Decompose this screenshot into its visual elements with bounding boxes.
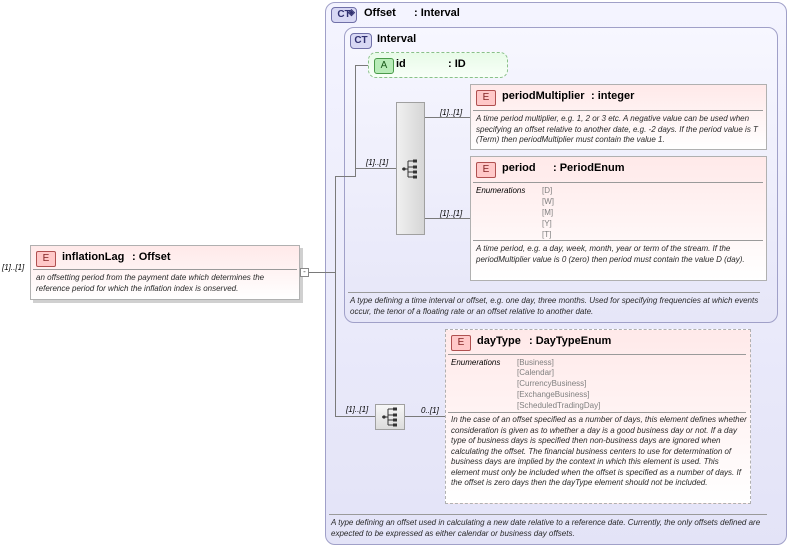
separator bbox=[473, 182, 763, 183]
period-cardinality: [1]..[1] bbox=[440, 209, 463, 218]
period-multiplier-cardinality: [1]..[1] bbox=[440, 108, 463, 117]
inflation-lag-badge: E bbox=[36, 251, 56, 267]
offset-ct-badge: CT bbox=[331, 7, 357, 23]
separator bbox=[448, 412, 746, 413]
inflation-lag-type: : Offset bbox=[132, 251, 171, 263]
inflation-lag-description: an offsetting period from the payment da… bbox=[36, 273, 265, 293]
interval-type-name: Interval bbox=[377, 33, 417, 45]
root-cardinality: [1]..[1] bbox=[2, 263, 25, 272]
inflation-lag-element[interactable] bbox=[30, 245, 300, 300]
period-enum-value: [T] bbox=[542, 230, 552, 239]
period-multiplier-element[interactable] bbox=[470, 84, 767, 150]
period-multiplier-badge: E bbox=[476, 90, 496, 106]
connector-line bbox=[335, 416, 375, 417]
daytype-name: dayType bbox=[477, 335, 521, 347]
attribute-name: id bbox=[396, 58, 406, 70]
interval-ct-badge: CT bbox=[350, 33, 372, 49]
daytype-enum-value: [Business] bbox=[517, 358, 554, 367]
attribute-badge: A bbox=[374, 58, 394, 74]
period-enum-value: [Y] bbox=[542, 219, 552, 228]
connector-line bbox=[425, 117, 470, 118]
connector-line bbox=[355, 65, 356, 177]
period-description: A time period, e.g. a day, week, month, … bbox=[476, 244, 745, 264]
separator bbox=[33, 269, 297, 270]
period-badge: E bbox=[476, 162, 496, 178]
interval-description: A type defining a time interval or offse… bbox=[350, 296, 759, 316]
period-multiplier-name: periodMultiplier bbox=[502, 90, 585, 102]
interval-sequence-compositor[interactable] bbox=[396, 102, 425, 235]
daytype-enum-value: [ScheduledTradingDay] bbox=[517, 401, 601, 410]
daytype-enum-value: [CurrencyBusiness] bbox=[517, 379, 587, 388]
daytype-element[interactable] bbox=[445, 329, 751, 504]
separator bbox=[348, 292, 760, 293]
offset-description: A type defining an offset used in calcul… bbox=[331, 518, 761, 538]
sequence-icon bbox=[382, 407, 397, 427]
period-enum-label: Enumerations bbox=[476, 186, 526, 195]
period-type: : PeriodEnum bbox=[553, 162, 625, 174]
offset-sequence-cardinality: [1]..[1] bbox=[346, 405, 369, 414]
daytype-enum-value: [Calendar] bbox=[517, 368, 554, 377]
connector-line bbox=[405, 416, 445, 417]
offset-type-name: Offset bbox=[364, 7, 396, 19]
attribute-type: : ID bbox=[448, 58, 466, 70]
connector-line bbox=[355, 65, 368, 66]
connector-line bbox=[425, 218, 470, 219]
period-element[interactable] bbox=[470, 156, 767, 281]
period-enum-value: [W] bbox=[542, 197, 554, 206]
daytype-description: In the case of an offset specified as a … bbox=[451, 415, 747, 487]
offset-ct-plus-icon: ◈ bbox=[348, 7, 355, 17]
separator bbox=[448, 354, 746, 355]
separator bbox=[329, 514, 767, 515]
period-multiplier-type: : integer bbox=[591, 90, 635, 102]
daytype-cardinality: 0..[1] bbox=[421, 406, 439, 415]
offset-base-type: : Interval bbox=[414, 7, 460, 19]
separator bbox=[473, 110, 763, 111]
separator bbox=[473, 240, 763, 241]
sequence-icon bbox=[402, 159, 417, 179]
period-enum-value: [D] bbox=[542, 186, 553, 195]
inflation-lag-name: inflationLag bbox=[62, 251, 125, 263]
collapse-expander-icon[interactable]: - bbox=[300, 268, 309, 277]
offset-sequence-compositor[interactable] bbox=[375, 404, 405, 430]
connector-line bbox=[335, 176, 355, 177]
daytype-enum-label: Enumerations bbox=[451, 358, 501, 367]
daytype-enum-value: [ExchangeBusiness] bbox=[517, 390, 590, 399]
daytype-badge: E bbox=[451, 335, 471, 351]
period-multiplier-description: A time period multiplier, e.g. 1, 2 or 3… bbox=[476, 114, 758, 144]
period-name: period bbox=[502, 162, 536, 174]
connector-line bbox=[335, 176, 336, 416]
interval-sequence-cardinality: [1]..[1] bbox=[366, 158, 389, 167]
connector-line bbox=[355, 168, 396, 169]
daytype-type: : DayTypeEnum bbox=[529, 335, 612, 347]
connector-line bbox=[309, 272, 335, 273]
period-enum-value: [M] bbox=[542, 208, 554, 217]
